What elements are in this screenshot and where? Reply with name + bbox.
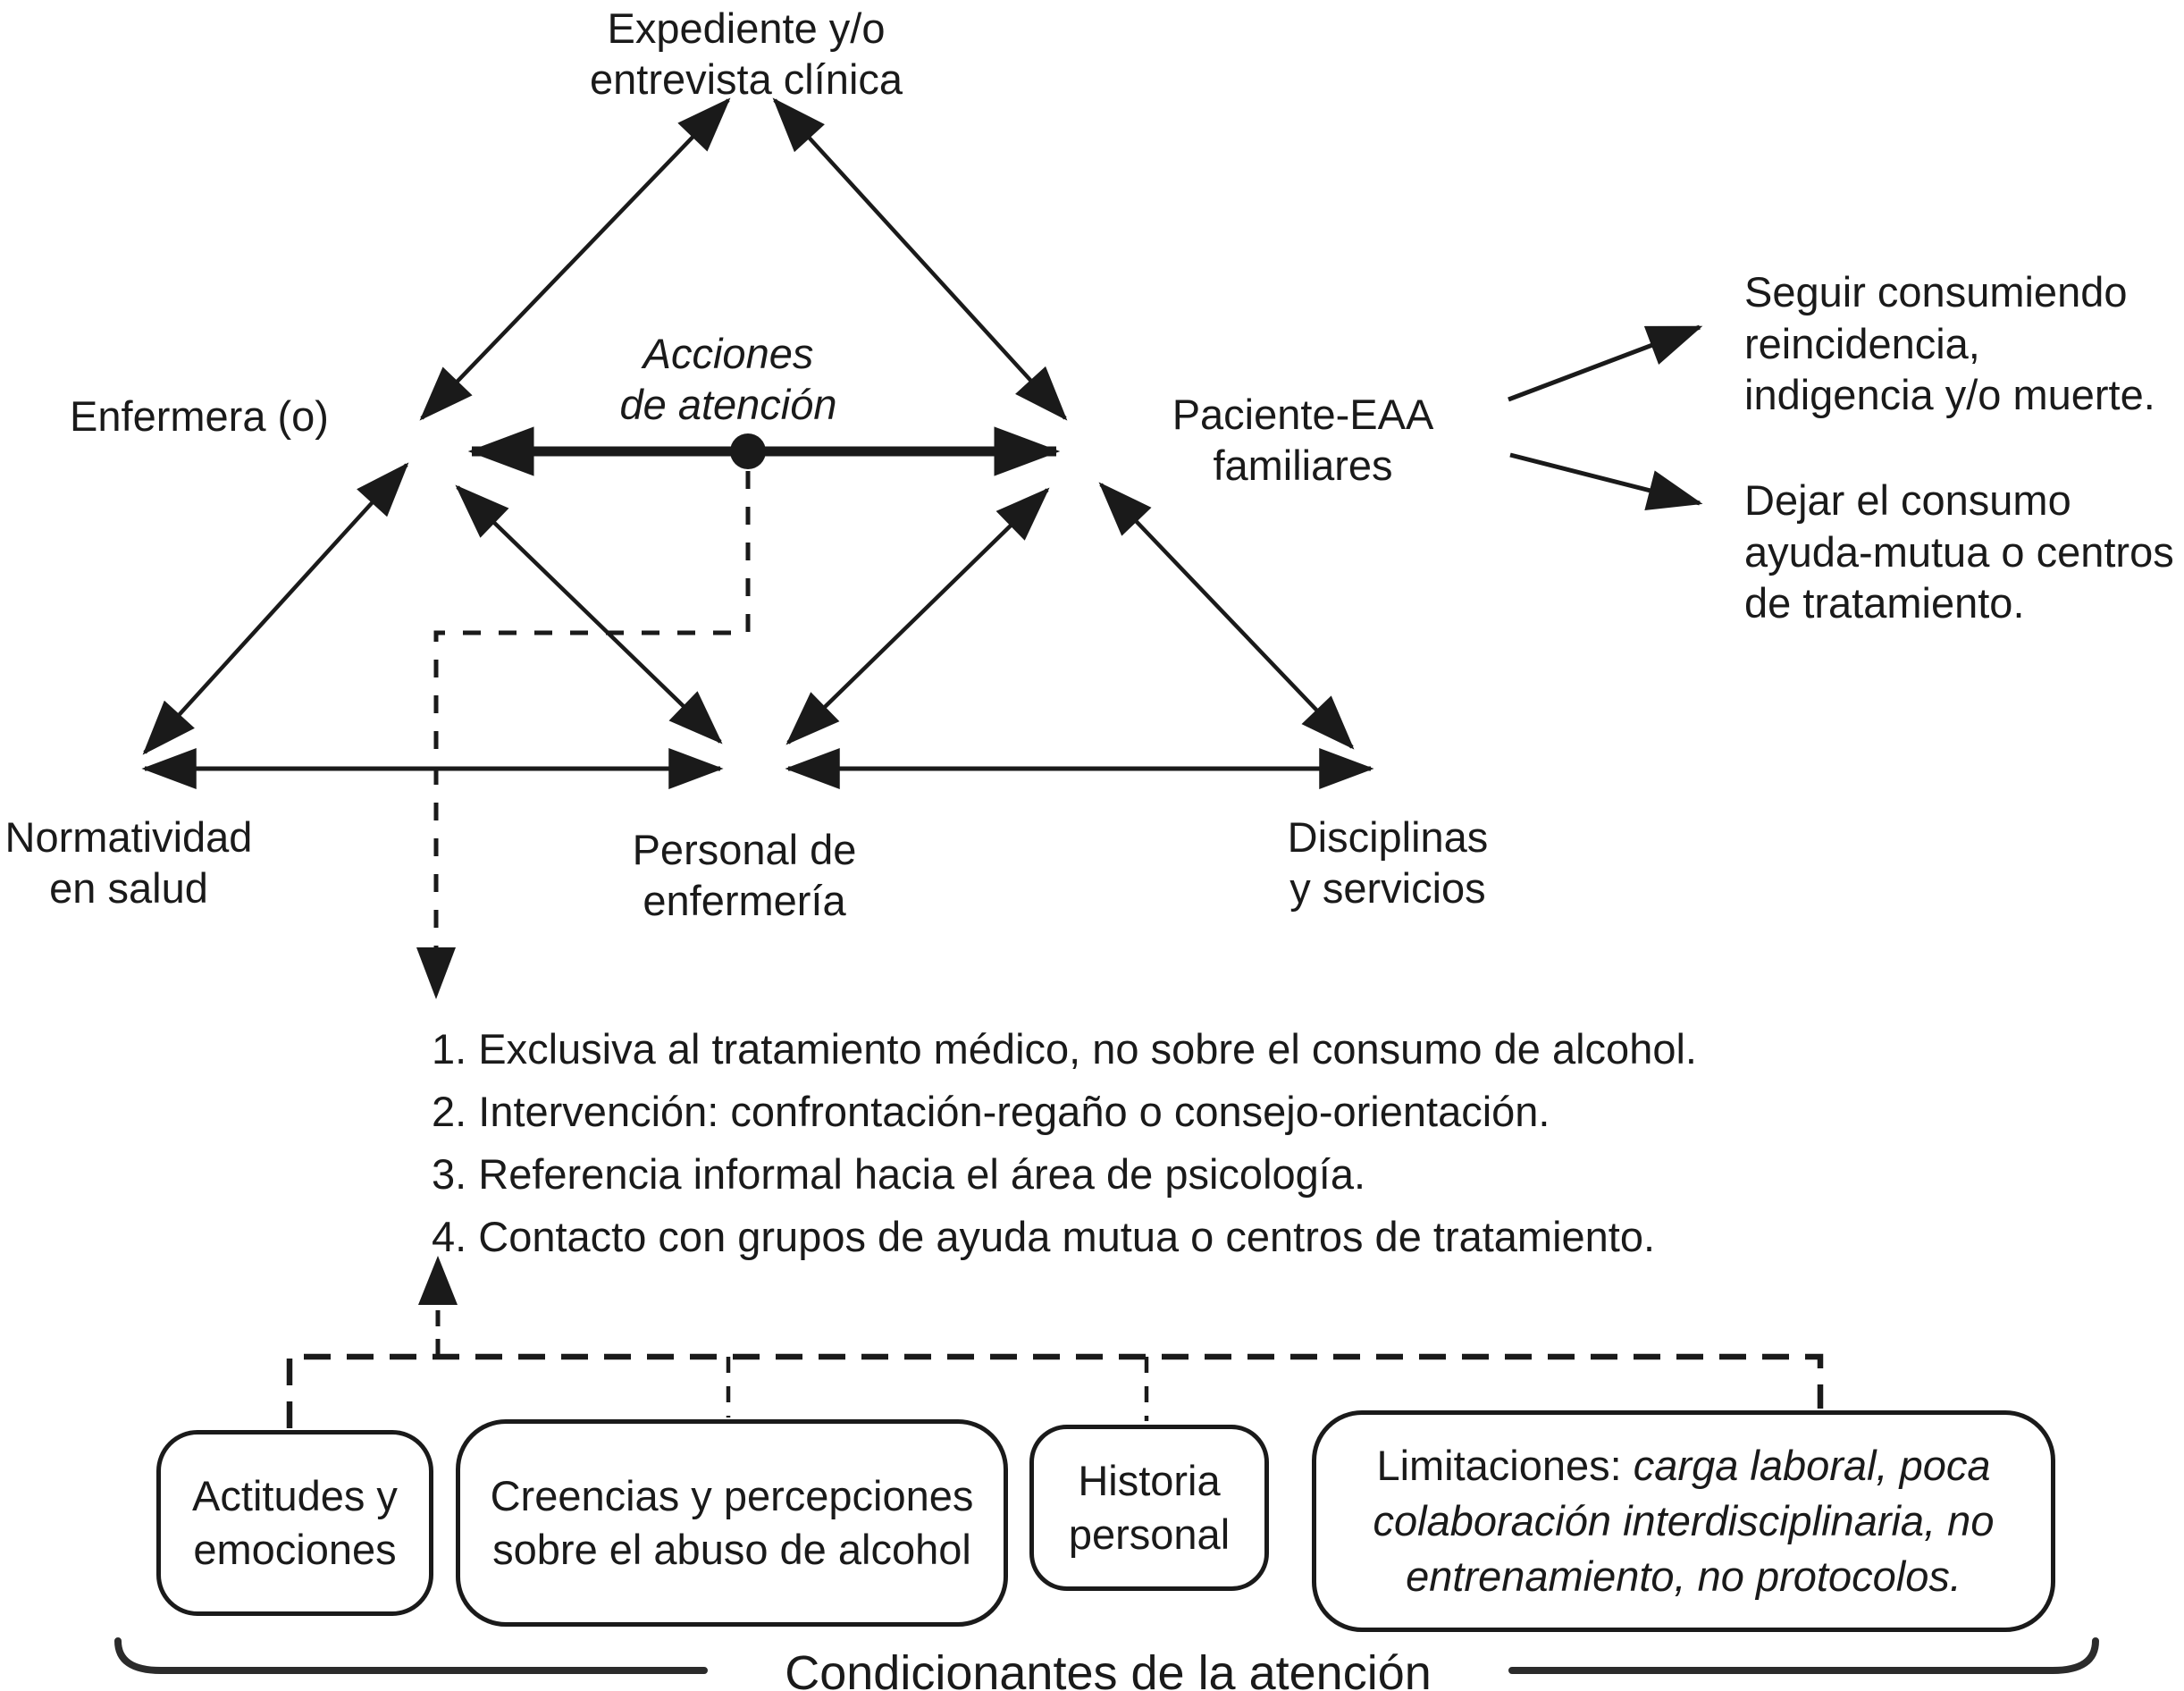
arrow-outcome-seguir [1508,324,1703,402]
arrow-paciente-expediente [772,97,1068,421]
node-paciente-line2: familiares [1213,442,1393,489]
box-limitaciones-line3: entrenamiento, no protocolos. [1406,1552,1961,1600]
node-personal-line2: enfermería [643,877,846,924]
acciones-midpoint-dot [730,433,766,469]
box-historia-line1: Historia [1078,1457,1221,1504]
arrow-paciente-personal [785,487,1050,745]
care-action-item-2: 2. Intervención: confrontación-regaño o … [432,1088,1550,1135]
care-action-item-3: 3. Referencia informal hacia el área de … [432,1150,1366,1198]
dashed-arrowhead-up-icon [418,1256,458,1305]
outcome-seguir-line3: indigencia y/o muerte. [1744,371,2155,418]
node-acciones: Acciones de atención [619,328,836,430]
arrow-enfermera-expediente [419,97,731,421]
node-enfermera: Enfermera (o) [70,392,329,440]
arrow-outcome-dejar [1509,452,1703,511]
outcome-dejar: Dejar el consumo ayuda-mutua o centros d… [1744,475,2174,629]
node-normatividad: Normatividad en salud [5,812,253,913]
box-limitaciones-line2: colaboración interdisciplinaria, no [1373,1497,1995,1544]
care-action-item-4: 4. Contacto con grupos de ayuda mutua o … [432,1213,1656,1260]
outcome-dejar-line2: ayuda-mutua o centros [1744,527,2174,576]
arrow-enfermera-personal [455,484,723,745]
arrow-enfermera-normatividad [142,462,409,755]
node-acciones-line2: de atención [619,381,837,428]
caption-bracket-left [114,1637,708,1674]
box-actitudes-line2: emociones [193,1526,397,1573]
box-creencias-line2: sobre el abuso de alcohol [492,1526,971,1573]
node-expediente-line2: entrevista clínica [589,55,903,103]
box-historia-line2: personal [1068,1510,1231,1558]
box-limitaciones: Limitaciones: carga laboral, poca colabo… [1312,1410,2055,1632]
box-limitaciones-prefix: Limitaciones: [1376,1442,1634,1489]
outcome-dejar-line3: de tratamiento. [1744,579,2025,627]
node-disciplinas-line1: Disciplinas [1287,813,1489,861]
arrow-paciente-disciplinas [1098,482,1355,750]
node-paciente: Paciente-EAA familiares [1172,389,1434,491]
node-paciente-line1: Paciente-EAA [1172,391,1434,438]
outcome-seguir: Seguir consumiendo reincidencia, indigen… [1744,266,2155,421]
box-limitaciones-italic1: carga laboral, poca [1633,1442,1991,1489]
dashed-conditioners-manifold [286,1353,1824,1428]
node-personal: Personal de enfermería [633,824,857,926]
box-limitaciones-line1: Limitaciones: carga laboral, poca [1376,1438,1990,1493]
box-creencias-line1: Creencias y percepciones [490,1472,974,1519]
node-expediente: Expediente y/o entrevista clínica [590,3,903,105]
node-disciplinas: Disciplinas y servicios [1288,812,1489,913]
dashed-connector-dot-to-list [433,471,751,967]
node-normatividad-line1: Normatividad [4,813,253,861]
caption-bracket-right [1508,1637,2099,1674]
node-personal-line1: Personal de [632,826,857,873]
care-action-item-1: 1. Exclusiva al tratamiento médico, no s… [432,1025,1697,1073]
box-actitudes-line1: Actitudes y [192,1472,398,1519]
node-disciplinas-line2: y servicios [1289,864,1486,912]
box-actitudes: Actitudes y emociones [156,1430,433,1616]
outcome-seguir-line1: Seguir consumiendo [1744,268,2128,315]
node-acciones-line1: Acciones [643,330,814,377]
caption-condicionantes: Condicionantes de la atención [785,1646,1432,1691]
outcome-dejar-line1: Dejar el consumo [1744,476,2071,524]
node-normatividad-line2: en salud [49,864,208,912]
box-creencias: Creencias y percepciones sobre el abuso … [456,1419,1008,1627]
outcome-seguir-line2: reincidencia, [1744,319,1980,367]
dashed-arrowhead-down-icon [416,947,456,999]
box-historia: Historia personal [1029,1425,1269,1591]
node-expediente-line1: Expediente y/o [607,4,886,52]
